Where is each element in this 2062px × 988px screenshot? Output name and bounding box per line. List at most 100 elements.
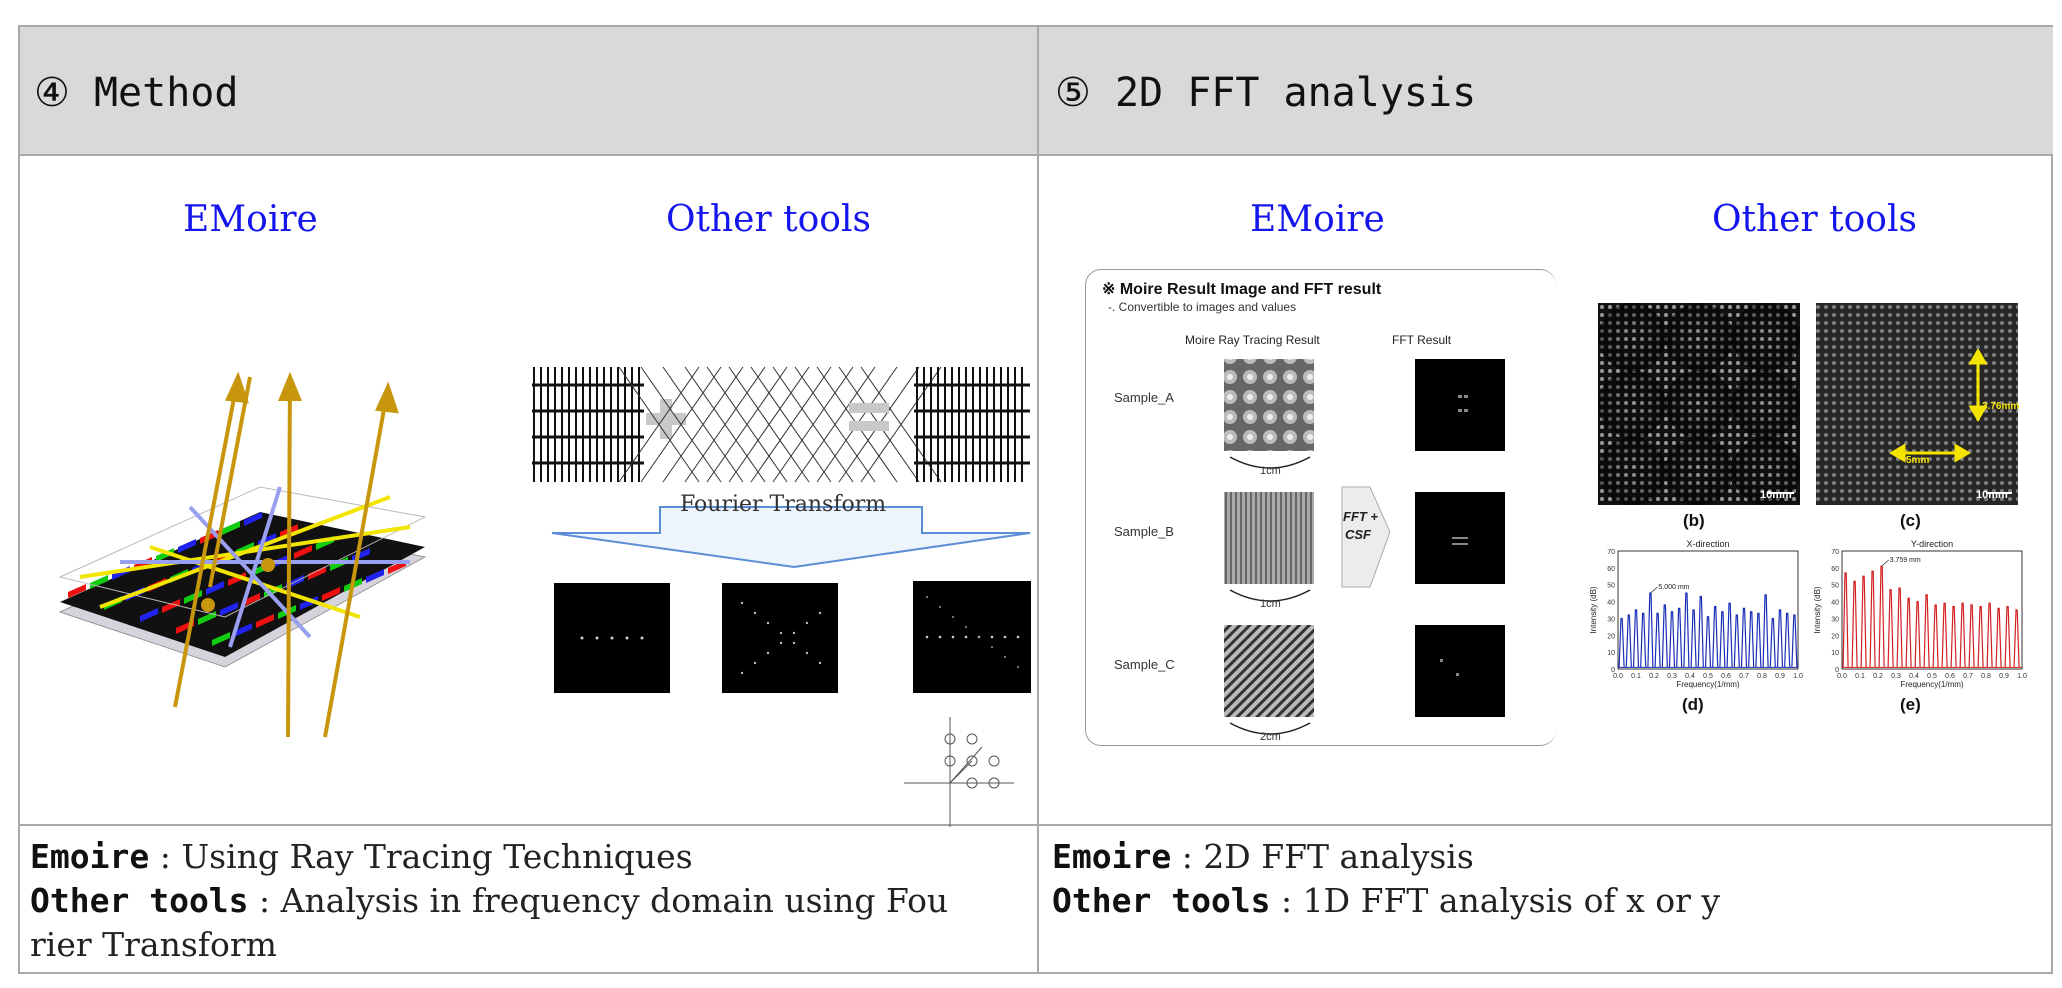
note-value: : 2D FFT analysis xyxy=(1171,837,1474,876)
peak-annotation: 3.759 mm xyxy=(1890,557,1921,564)
panel-heading: ※ Moire Result Image and FFT result xyxy=(1102,281,1382,298)
note-value: : Analysis in frequency domain using Fou xyxy=(248,881,949,920)
spectrum-peak xyxy=(1869,570,1876,668)
fft-header-cell xyxy=(1039,27,2053,154)
dim-a-label: 1cm xyxy=(1260,465,1281,477)
spectrum-peak xyxy=(1762,594,1769,668)
moire-grating xyxy=(914,367,1030,482)
spectrum-peak xyxy=(1896,587,1903,668)
other-tools-images xyxy=(1598,303,2018,505)
y-tick-label: 30 xyxy=(1831,616,1839,623)
x-tick-label: 0.3 xyxy=(1891,673,1901,680)
spectrum-peak xyxy=(1914,600,1921,668)
x-tick-label: 0.3 xyxy=(1667,673,1677,680)
method-note-emoire: Emoire : Using Ray Tracing Techniques xyxy=(30,835,693,879)
method-note-other-cont: rier Transform xyxy=(30,925,277,964)
spectrum-peak xyxy=(1661,604,1668,668)
method-emoire-title: EMoire xyxy=(183,199,318,240)
annotation-leader xyxy=(1881,559,1889,567)
note-key: Emoire xyxy=(30,837,150,876)
spectrum-peak xyxy=(1755,612,1762,668)
y-tick-label: 0 xyxy=(1835,667,1839,674)
scale-b-label: 10mm xyxy=(1760,489,1792,501)
chart-d-label: (d) xyxy=(1682,695,1704,714)
x-tick-label: 0.0 xyxy=(1613,673,1623,680)
diagonal-grating xyxy=(618,366,942,483)
spectrum-peak xyxy=(1923,594,1930,668)
sample-c-label: Sample_C xyxy=(1114,657,1175,672)
note-value: : 1D FFT analysis of x or y xyxy=(1270,881,1721,920)
sample-b-label: Sample_B xyxy=(1114,524,1174,539)
y-tick-label: 60 xyxy=(1607,566,1615,573)
y-tick-label: 0 xyxy=(1611,667,1615,674)
y-tick-label: 40 xyxy=(1831,600,1839,607)
spectrum-peak xyxy=(1968,604,1975,668)
x-tick-label: 0.0 xyxy=(1837,673,1847,680)
x-tick-label: 1.0 xyxy=(1793,673,1803,680)
note-key: Emoire xyxy=(1052,837,1172,876)
spectrum-peak xyxy=(1842,572,1849,668)
fourier-arrow xyxy=(551,506,1031,569)
note-key: Other tools xyxy=(1052,881,1271,920)
spectrum-peak xyxy=(1791,614,1798,668)
x-tick-label: 0.6 xyxy=(1945,673,1955,680)
fft-emoire-title: EMoire xyxy=(1250,199,1385,240)
fft-note-other: Other tools : 1D FFT analysis of x or y xyxy=(1052,879,1720,923)
y-tick-label: 70 xyxy=(1607,549,1615,556)
col-ray-label: Moire Ray Tracing Result xyxy=(1185,333,1320,347)
y-tick-label: 50 xyxy=(1607,583,1615,590)
spectrum-peak xyxy=(1719,611,1726,668)
img-c-label: (c) xyxy=(1900,511,1921,530)
x-tick-label: 0.2 xyxy=(1873,673,1883,680)
x-tick-label: 0.7 xyxy=(1963,673,1973,680)
panel-subheading: -. Convertible to images and values xyxy=(1108,300,1297,314)
x-tick-label: 0.1 xyxy=(1855,673,1865,680)
spectrum-peak xyxy=(1647,592,1654,668)
spectrum-peak xyxy=(1690,609,1697,668)
ray-tracing-illustration xyxy=(58,371,427,738)
spectrum-peak xyxy=(1776,609,1784,668)
fft-note-emoire: Emoire : 2D FFT analysis xyxy=(1052,835,1474,879)
spectrum-peak xyxy=(2013,609,2020,668)
y-tick-label: 50 xyxy=(1831,583,1839,590)
spectrum-peak xyxy=(1683,592,1690,668)
spectrum-peak xyxy=(1950,606,1957,668)
method-note-other: Other tools : Analysis in frequency doma… xyxy=(30,879,948,923)
spectrum-peak xyxy=(1640,612,1647,668)
spectrum-peak xyxy=(1740,607,1748,668)
x-tick-label: 0.8 xyxy=(1757,673,1767,680)
spectrum-peak xyxy=(1748,611,1755,668)
method-header-cell xyxy=(20,27,1037,154)
x-tick-label: 0.5 xyxy=(1703,673,1713,680)
spectrum-peak xyxy=(1860,575,1867,668)
method-header: ④ Method xyxy=(34,70,239,116)
x-tick-label: 0.9 xyxy=(1999,673,2009,680)
plot-area xyxy=(1841,550,2023,670)
chart-title: X-direction xyxy=(1686,539,1729,549)
fft-other-title: Other tools xyxy=(1712,199,1917,240)
table-divider xyxy=(20,824,2051,826)
spectrum-peak xyxy=(1697,595,1704,668)
fft-csf-label-1: FFT + xyxy=(1343,509,1379,524)
spectrum-peak xyxy=(1654,612,1661,668)
img-b-label: (b) xyxy=(1683,511,1705,530)
spectrum-peak xyxy=(1726,602,1733,668)
dim-c-label: 2cm xyxy=(1260,731,1281,743)
x-tick-label: 0.4 xyxy=(1685,673,1695,680)
spectrum-peak xyxy=(1712,606,1719,668)
spectrum-peak xyxy=(1668,611,1676,668)
annotation-leader xyxy=(1650,586,1658,594)
equals-sign xyxy=(849,403,889,413)
y-tick-label: 20 xyxy=(1831,633,1839,640)
spectrum-peak xyxy=(1977,606,1984,668)
measure-horizontal: 5mm xyxy=(1906,455,1930,466)
spectrum-peak xyxy=(1704,616,1712,668)
x-tick-label: 0.5 xyxy=(1927,673,1937,680)
chart-e-label: (e) xyxy=(1900,695,1921,714)
comparison-table: ④ Method ⑤ 2D FFT analysis EMoire Other … xyxy=(18,25,2053,974)
moire-sample-images xyxy=(1224,359,1505,735)
vertical-grating xyxy=(532,367,644,482)
frequency-lattice-diagram xyxy=(904,717,1014,827)
spectrum-peak xyxy=(1959,602,1966,668)
